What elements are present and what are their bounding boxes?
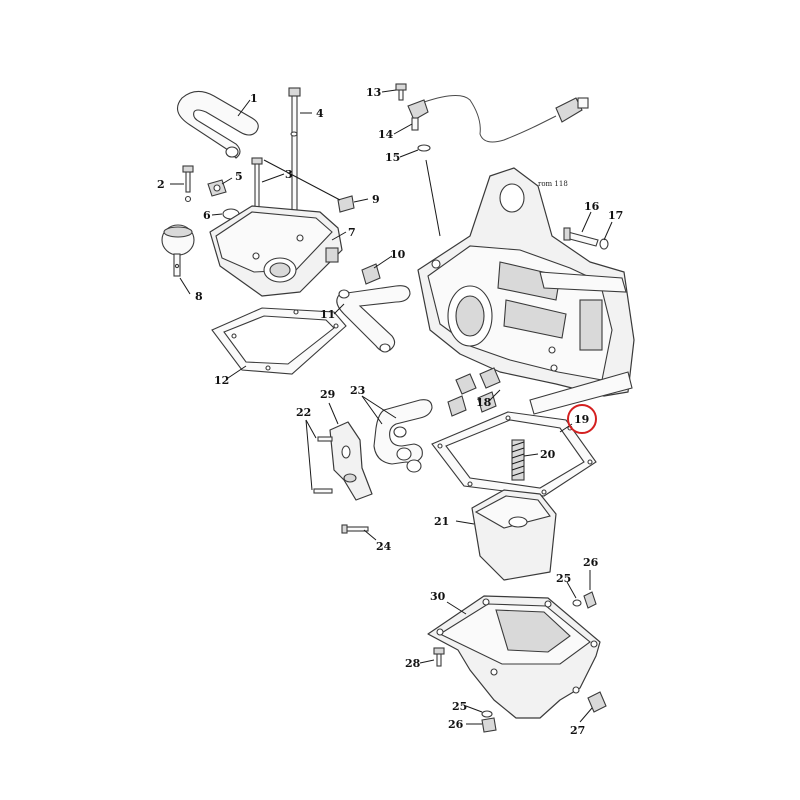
callout-9: 9 (372, 193, 380, 206)
drain-plug-upper-part (572, 591, 597, 609)
speed-sensor-part (407, 95, 589, 143)
callout-18: 18 (476, 396, 492, 409)
oil-pan-part (427, 595, 601, 719)
stud-16-part (563, 227, 599, 247)
callout-24: 24 (376, 540, 392, 553)
callout-3: 3 (285, 168, 293, 181)
callout-19: 19 (574, 413, 589, 426)
callout-27: 27 (570, 724, 585, 737)
spring-20-part (511, 439, 525, 481)
callout-17: 17 (608, 209, 623, 222)
vent-hose-part (336, 285, 411, 353)
callout-6: 6 (203, 209, 211, 222)
callout-23: 23 (350, 384, 365, 397)
callout-13: 13 (366, 86, 381, 99)
callout-20: 20 (540, 448, 556, 461)
bolt-28-part (433, 647, 445, 667)
callout-7: 7 (348, 226, 356, 239)
callout-11: 11 (320, 308, 335, 321)
transmission-case-part (417, 167, 635, 415)
oil-hoses-part (373, 399, 433, 473)
long-bolt-part (288, 87, 301, 233)
callout-1: 1 (250, 92, 258, 105)
fitting-9-part (337, 195, 355, 213)
callout-26-lower: 26 (448, 718, 464, 731)
callout-15: 15 (385, 151, 400, 164)
leader-lines (170, 89, 613, 725)
fitting-5-part (207, 179, 227, 197)
o-ring-15-part (417, 144, 431, 152)
drain-plug-lower-part (481, 710, 497, 733)
callout-29: 29 (320, 388, 335, 401)
callout-22: 22 (296, 406, 311, 419)
callout-numbers: 1 2 3 4 5 6 7 8 9 10 11 12 13 14 15 16 1… (157, 86, 623, 737)
callout-21: 21 (434, 515, 449, 528)
callout-4: 4 (316, 107, 324, 120)
callout-16: 16 (584, 200, 600, 213)
screw-13-part (395, 83, 407, 101)
bracket-29-part (329, 421, 373, 501)
screws-22-part (313, 436, 369, 534)
callout-10: 10 (390, 248, 406, 261)
callout-30: 30 (430, 590, 446, 603)
callout-25-upper: 25 (556, 572, 571, 585)
fittings-18-part (447, 367, 501, 417)
callout-8: 8 (195, 290, 203, 303)
callout-26-upper: 26 (583, 556, 599, 569)
callout-14: 14 (378, 128, 394, 141)
annotation-text: rom 118 (538, 180, 568, 188)
bolt-2-part (182, 165, 194, 203)
callout-2: 2 (157, 178, 165, 191)
callout-5: 5 (235, 170, 243, 183)
baffle-21-part (471, 489, 557, 581)
cover-gasket-part (211, 307, 347, 375)
breather-hose-part (176, 90, 259, 159)
callout-28: 28 (405, 657, 421, 670)
callout-12: 12 (214, 374, 229, 387)
highlight-circle (567, 404, 597, 434)
washer-17-part (599, 238, 609, 250)
plug-27-part (587, 691, 607, 713)
dipstick-part (161, 224, 195, 277)
top-cover-part (209, 205, 343, 297)
fitting-10-part (361, 263, 381, 285)
callout-25-lower: 25 (452, 700, 467, 713)
